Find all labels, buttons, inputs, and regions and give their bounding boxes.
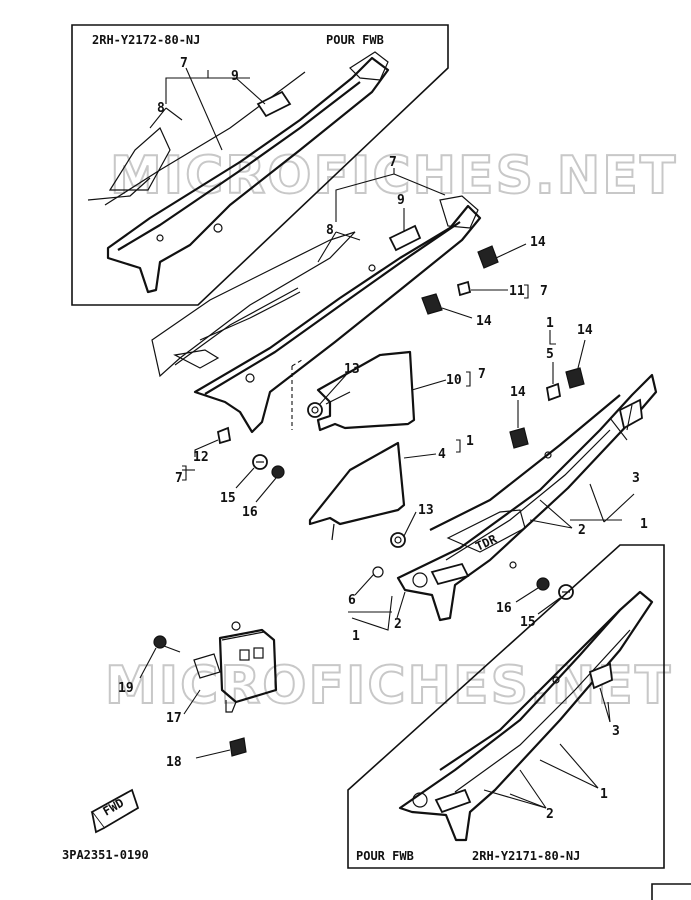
callout-16: 16: [496, 601, 512, 616]
clip-12: [216, 426, 232, 445]
bolt-19: [153, 635, 181, 653]
callout-14: 14: [476, 314, 492, 329]
callout-19: 19: [118, 681, 134, 696]
callout-14: 14: [577, 323, 593, 338]
callout-7: 7: [175, 471, 183, 486]
callout-2: 2: [546, 807, 554, 822]
callout-9: 9: [231, 69, 239, 84]
diagram-code: 3PA2351-0190: [62, 848, 149, 862]
washer-16-a: [271, 465, 285, 479]
callout-1: 1: [466, 434, 474, 449]
callout-13: 13: [344, 362, 360, 377]
callout-7: 7: [540, 284, 548, 299]
grommet-14-c: [565, 367, 585, 389]
inset-top-part-code: 2RH-Y2172-80-NJ: [92, 33, 200, 47]
callout-8: 8: [326, 223, 334, 238]
callout-15: 15: [220, 491, 236, 506]
side-cover-alt-top: [87, 51, 390, 294]
panel-4: [308, 441, 406, 541]
grommet-14-d: [509, 427, 529, 449]
damper-11: [456, 280, 472, 297]
callout-7: 7: [180, 56, 188, 71]
grommet-13-a: [307, 402, 323, 418]
grommet-14-a: [477, 245, 499, 269]
callout-5: 5: [546, 347, 554, 362]
screw-15-a: [252, 454, 268, 470]
inset-bottom-part-code: 2RH-Y2171-80-NJ: [472, 849, 580, 863]
callout-14: 14: [510, 385, 526, 400]
grommet-13-b: [390, 532, 406, 548]
side-cover-upper: [151, 195, 482, 434]
corner-fragment: [651, 883, 691, 900]
callout-3: 3: [632, 471, 640, 486]
washer-16-b: [536, 577, 550, 591]
fwd-arrow-icon: FWD: [90, 788, 140, 834]
callout-1: 1: [600, 787, 608, 802]
grommet-14-b: [421, 293, 443, 315]
relay-box-17: [193, 621, 278, 713]
screw-15-b: [558, 584, 574, 600]
callout-17: 17: [166, 711, 182, 726]
inset-frame-bottom: [347, 544, 665, 869]
callout-2: 2: [394, 617, 402, 632]
side-cover-alt-bottom: [398, 590, 654, 842]
callout-1: 1: [352, 629, 360, 644]
callout-16: 16: [242, 505, 258, 520]
callout-11: 11: [509, 284, 525, 299]
callout-6: 6: [348, 593, 356, 608]
callout-labels: 7 9 8 7 9 8 14 11 7 14 1 5 14 13 10 7 14…: [118, 56, 648, 822]
inset-frame-top: [71, 24, 449, 306]
callout-8: 8: [157, 101, 165, 116]
callout-18: 18: [166, 755, 182, 770]
callout-10: 10: [446, 373, 462, 388]
inset-bottom-note: POUR FWB: [356, 849, 414, 863]
callout-1: 1: [640, 517, 648, 532]
callout-4: 4: [438, 447, 446, 462]
callout-2: 2: [578, 523, 586, 538]
callout-13: 13: [418, 503, 434, 518]
callout-7: 7: [389, 155, 397, 170]
callout-1: 1: [546, 316, 554, 331]
watermark-bottom: MICROFICHES.NET: [105, 656, 672, 716]
grommet-18: [229, 737, 247, 757]
inset-top-note: POUR FWB: [326, 33, 384, 47]
callout-3: 3: [612, 724, 620, 739]
panel-10: [316, 350, 416, 432]
callout-14: 14: [530, 235, 546, 250]
damper-5: [545, 382, 562, 402]
side-cover-lower: TDR: [396, 373, 658, 622]
callout-9: 9: [397, 193, 405, 208]
callout-12: 12: [193, 450, 209, 465]
callout-7: 7: [478, 367, 486, 382]
callout-15: 15: [520, 615, 536, 630]
leader-lines: [139, 67, 635, 809]
bracket-marks: [182, 465, 392, 613]
collar-6: [372, 566, 384, 578]
